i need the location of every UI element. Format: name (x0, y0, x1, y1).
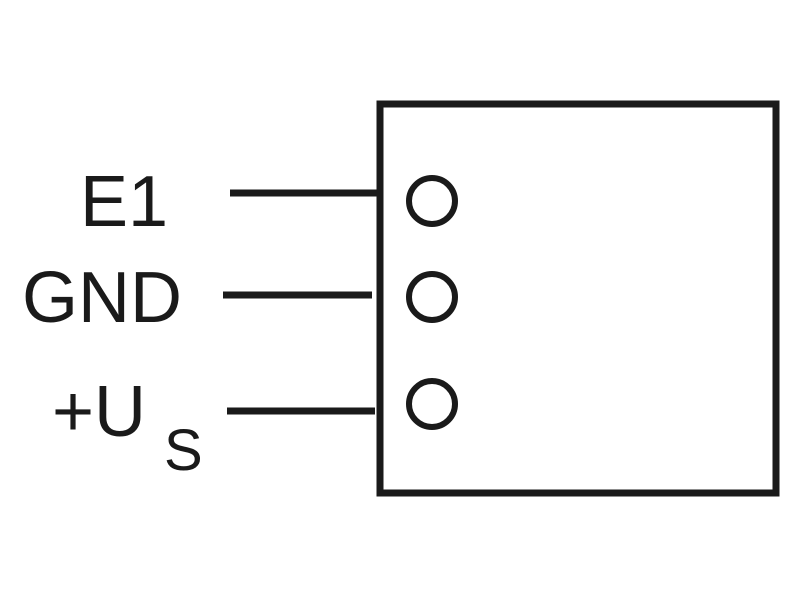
connector-body (376, 100, 780, 497)
pin-label-e1: E1 (80, 162, 169, 242)
pin-terminal-gnd (406, 271, 458, 323)
pin-label-us-subscript: S (164, 418, 203, 483)
pin-label-gnd: GND (22, 258, 182, 338)
pin-terminal-e1 (406, 175, 458, 227)
pin-label-us-main: +U (52, 372, 147, 452)
pin-label-us: +U S (52, 376, 203, 480)
pin-terminal-us (406, 378, 458, 430)
